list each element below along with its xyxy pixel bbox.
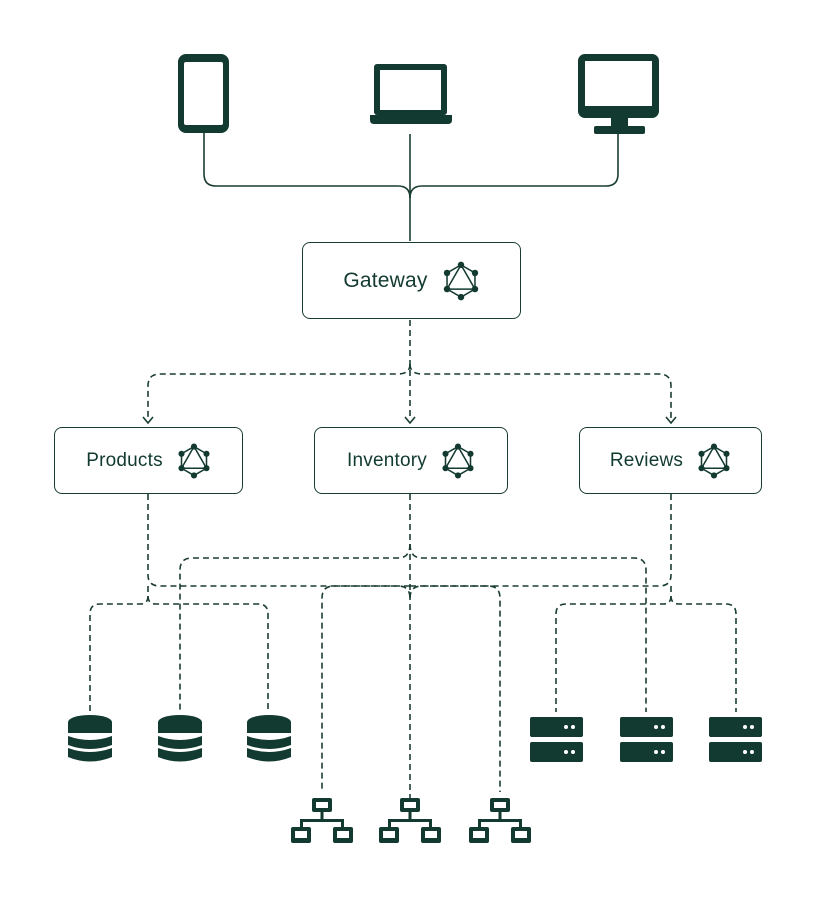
subgraph-products-node[interactable]: Products (54, 427, 243, 494)
database-icon (68, 715, 112, 762)
network-icon (379, 798, 441, 843)
graphql-icon (178, 442, 210, 479)
connector-products-databases (89, 586, 149, 712)
connector-products-db3 (147, 595, 269, 712)
network-group (291, 798, 531, 843)
smartphone-icon (178, 54, 229, 133)
connector-network3 (410, 585, 501, 792)
connectors (89, 132, 737, 800)
laptop-icon (370, 64, 452, 124)
graphql-icon (442, 442, 474, 479)
connector-gateway-products (147, 363, 411, 420)
monitor-icon (578, 54, 659, 134)
subgraph-label: Inventory (347, 449, 427, 471)
server-icon (530, 717, 583, 762)
gateway-node[interactable]: Gateway (302, 242, 521, 319)
gateway-label: Gateway (343, 268, 428, 292)
subgraph-reviews-node[interactable]: Reviews (579, 427, 762, 494)
server-icon (709, 717, 762, 762)
connector-reviews-servers (555, 586, 672, 712)
connector-network1 (321, 585, 410, 792)
connector-products-bus (147, 494, 411, 599)
connector-gateway-reviews (409, 363, 672, 420)
database-icon (247, 715, 291, 762)
connector-inventory-db2 (179, 543, 411, 712)
arrow-inventory (404, 416, 416, 425)
subgraph-inventory-node[interactable]: Inventory (314, 427, 508, 494)
database-icon (158, 715, 202, 762)
network-icon (469, 798, 531, 843)
connector-desktop-gateway (409, 134, 619, 199)
database-group (68, 715, 291, 762)
subgraph-label: Products (86, 449, 163, 471)
subgraph-label: Reviews (609, 449, 684, 471)
server-group (530, 717, 762, 762)
graphql-icon (443, 261, 478, 300)
arrow-products (142, 416, 154, 425)
connector-reviews-server3 (670, 595, 737, 712)
network-icon (291, 798, 353, 843)
server-icon (620, 717, 673, 762)
connector-inventory-server2 (409, 543, 647, 712)
graphql-icon (698, 442, 730, 479)
client-devices (178, 54, 659, 134)
connector-mobile-gateway (203, 132, 411, 199)
arrow-reviews (665, 416, 677, 425)
connector-reviews-bus (409, 494, 672, 599)
